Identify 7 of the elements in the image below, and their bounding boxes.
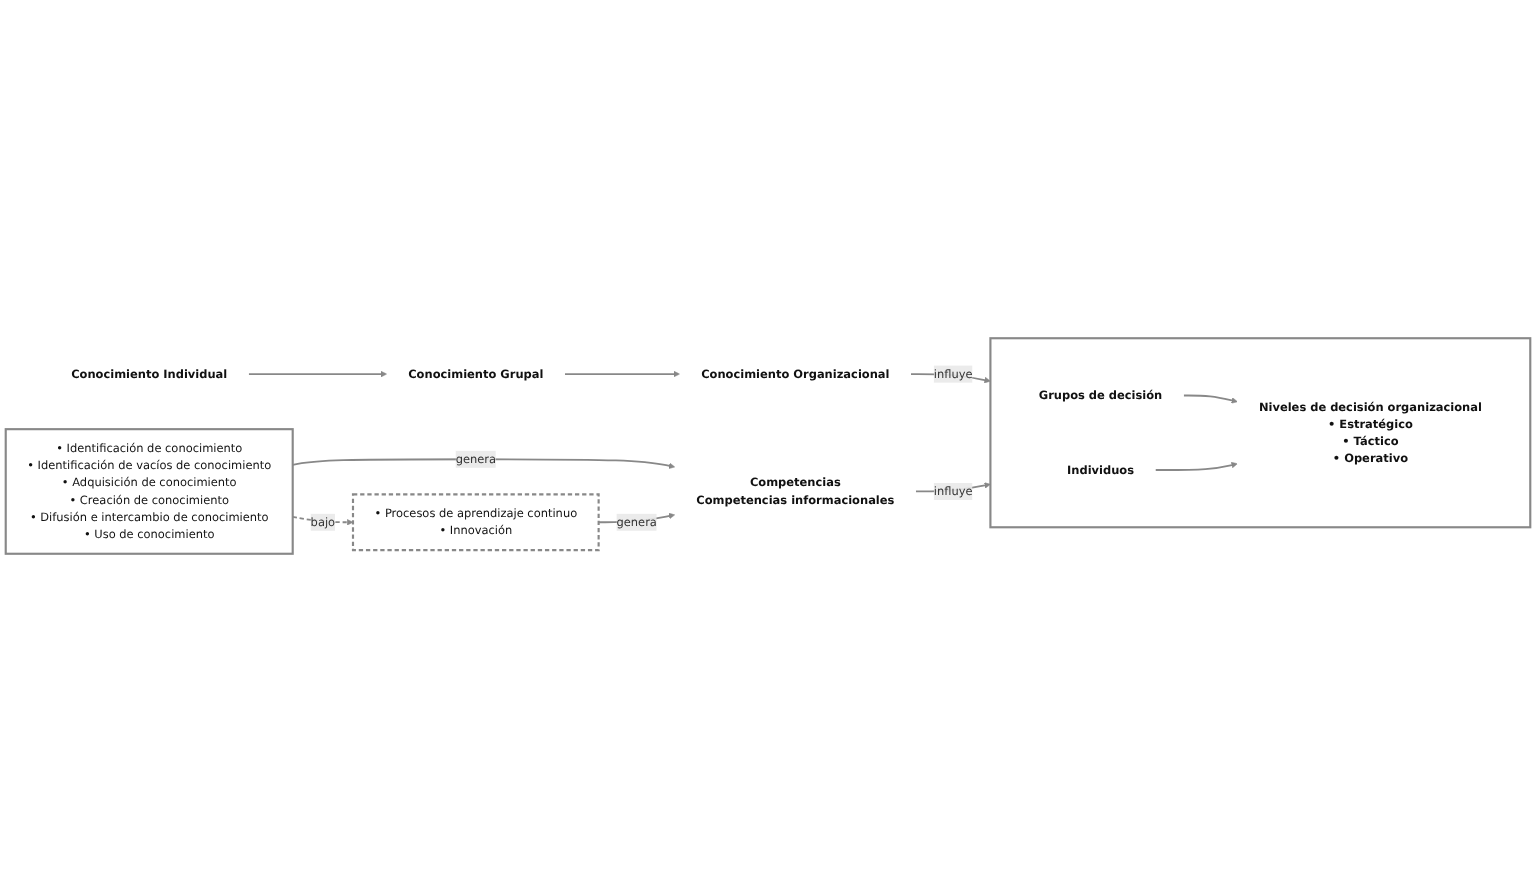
arrow — [1154, 461, 1238, 471]
cluster — [989, 337, 1532, 529]
arrow — [1182, 394, 1238, 404]
arrow — [564, 370, 680, 378]
arrow — [247, 370, 387, 378]
arrow — [291, 516, 354, 526]
arrow — [291, 458, 676, 469]
